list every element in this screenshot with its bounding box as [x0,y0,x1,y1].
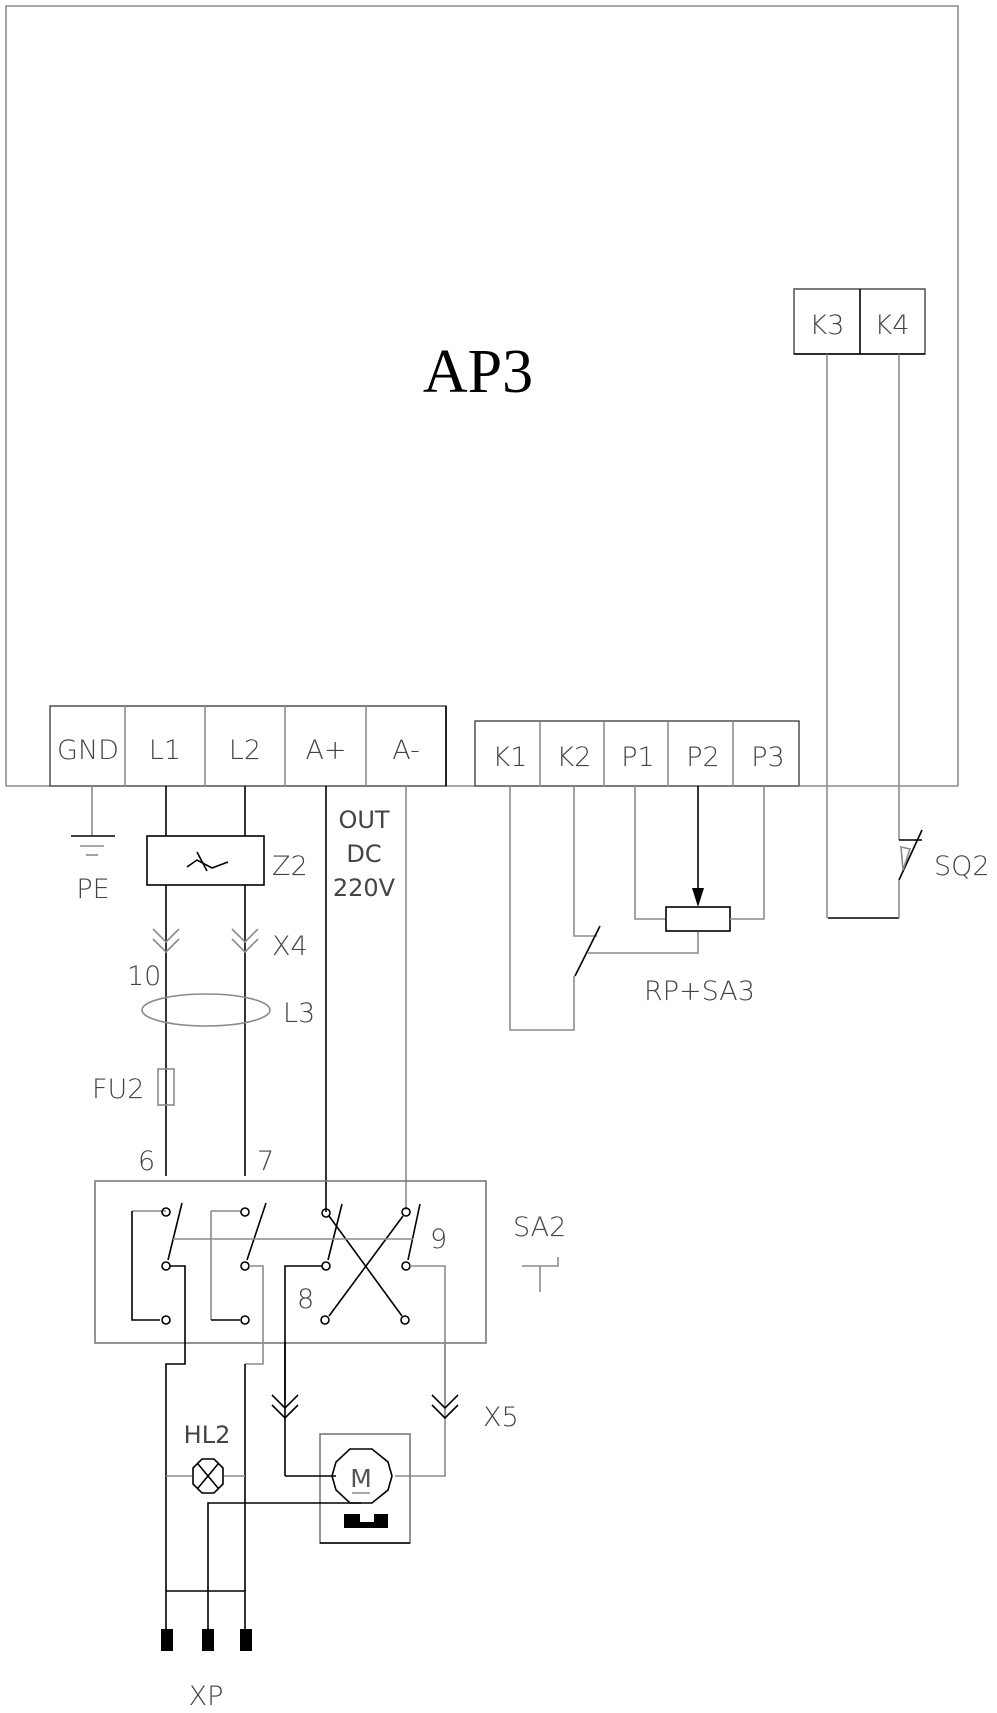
switch-actuator-icon [522,1257,559,1292]
indicator-lamp-hl2 [192,1458,224,1494]
terminal-p2: P2 [686,742,719,773]
label-rp-sa3: RP+SA3 [644,976,755,1007]
terminal-p3: P3 [751,742,784,773]
plug-pin-3 [240,1629,252,1651]
label-l3: L3 [283,998,315,1029]
label-wire-7: 7 [257,1146,274,1177]
label-out: OUT [338,806,389,834]
label-x5: X5 [483,1402,519,1433]
fuse-fu2 [157,1068,175,1106]
selector-switch-sa2: 9 8 SA2 [94,1180,566,1400]
label-z2: Z2 [272,851,308,882]
plug-pin-1 [161,1629,173,1651]
terminal-k3: K3 [810,310,845,341]
terminal-k2: K2 [557,742,592,773]
label-hl2: HL2 [184,1421,231,1449]
terminal-gnd: GND [57,735,119,766]
terminal-l2: L2 [229,735,261,766]
filter-icon [186,859,229,869]
label-sq2: SQ2 [934,851,990,882]
label-voltage: 220V [333,874,396,902]
filter-z2 [146,835,265,886]
output-wiring: HL2 X5 M XP [161,1300,519,1712]
terminal-k1: K1 [493,742,528,773]
terminal-block-top: K3 K4 [793,288,926,355]
label-wire-10: 10 [127,961,161,992]
connector-x4-left-icon [152,928,180,954]
terminal-a-minus: A- [392,735,420,766]
dc-output-wires: OUT DC 220V [325,786,407,1212]
label-wire-8: 8 [297,1284,314,1315]
label-wire-9: 9 [430,1224,447,1255]
ap3-enclosure: AP3 [5,5,959,787]
terminal-block-right: K1 K2 P1 P2 P3 [474,720,800,787]
limit-switch-sq2: SQ2 [826,354,990,919]
power-input-wires: Z2 X4 10 L3 FU2 6 7 [92,786,315,1177]
plug-pin-2 [202,1629,214,1651]
terminal-k4: K4 [875,310,910,341]
motor-ground-icon [344,1514,388,1528]
terminal-p1: P1 [621,742,654,773]
motor-m [331,1448,393,1504]
ground-symbol: PE [71,786,115,905]
label-x4: X4 [272,931,308,962]
connector-x5-right-icon [431,1394,459,1420]
connector-x5-left-icon [271,1394,299,1420]
label-dc: DC [346,840,381,868]
terminal-l1: L1 [149,735,181,766]
connector-x4-right-icon [231,928,259,954]
potentiometer-rp-sa3: RP+SA3 [509,786,765,1031]
terminal-a-plus: A+ [305,735,346,766]
label-motor: M [350,1464,372,1493]
label-wire-6: 6 [138,1146,155,1177]
label-sa2: SA2 [513,1212,566,1243]
terminal-block-left: GND L1 L2 A+ A- [49,705,447,787]
label-fu2: FU2 [92,1074,144,1105]
title-ap3: AP3 [423,338,533,406]
label-pe: PE [76,874,109,905]
label-xp: XP [189,1681,224,1712]
ferrite-ring-l3 [141,993,271,1027]
